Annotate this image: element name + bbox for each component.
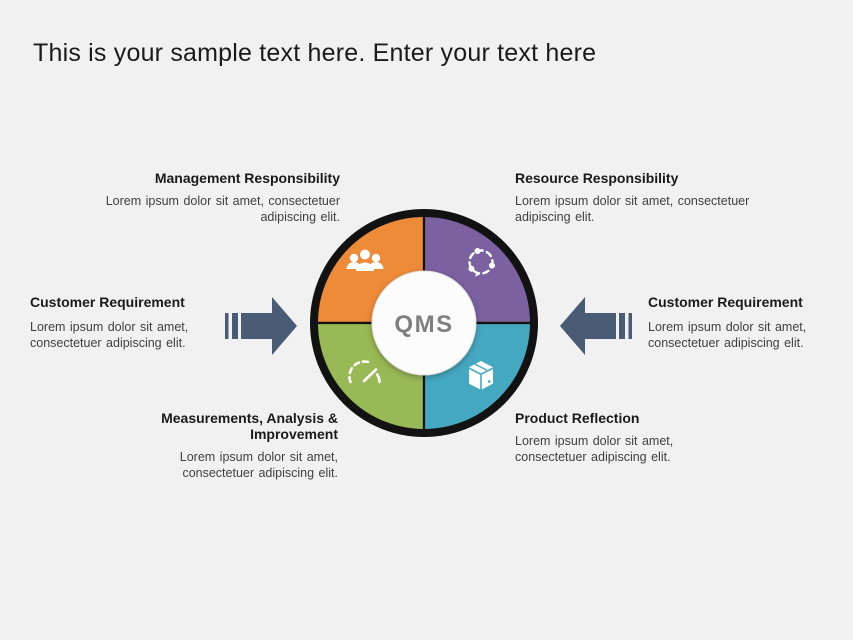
- customer-requirement-left-body: Lorem ipsum dolor sit amet, consectetuer…: [30, 320, 189, 351]
- package-box-icon: [469, 361, 493, 390]
- resource-responsibility-block: Resource Responsibility Lorem ipsum dolo…: [515, 170, 755, 225]
- qms-wheel-diagram: QMS: [310, 209, 538, 437]
- customer-requirement-right-body: Lorem ipsum dolor sit amet, consectetuer…: [648, 320, 807, 351]
- center-circle: [371, 270, 477, 376]
- center-label: QMS: [394, 311, 453, 338]
- cycle-arrows-icon: [468, 248, 495, 277]
- resource-responsibility-body: Lorem ipsum dolor sit amet, consectetuer…: [515, 194, 750, 225]
- people-group-icon: [346, 249, 384, 271]
- product-reflection-body: Lorem ipsum dolor sit amet, consectetuer…: [515, 434, 674, 465]
- slide-title: This is your sample text here. Enter you…: [33, 39, 597, 67]
- management-responsibility-heading: Management Responsibility: [154, 170, 340, 186]
- resource-responsibility-heading: Resource Responsibility: [515, 170, 679, 186]
- right-striped-arrow-icon: [560, 297, 632, 355]
- gauge-icon: [348, 360, 381, 384]
- measurements-analysis-heading: Measurements, Analysis & Improvement: [161, 410, 338, 443]
- product-reflection-heading: Product Reflection: [515, 410, 640, 426]
- product-reflection-block: Product Reflection Lorem ipsum dolor sit…: [515, 410, 735, 465]
- left-striped-arrow-icon: [225, 297, 297, 355]
- customer-requirement-left-block: Customer Requirement Lorem ipsum dolor s…: [30, 294, 235, 351]
- measurements-analysis-block: Measurements, Analysis & Improvement Lor…: [142, 410, 338, 481]
- management-responsibility-body: Lorem ipsum dolor sit amet, consectetuer…: [105, 194, 340, 225]
- customer-requirement-right-block: Customer Requirement Lorem ipsum dolor s…: [648, 294, 853, 351]
- wheel-outer-ring: [310, 209, 538, 437]
- management-responsibility-block: Management Responsibility Lorem ipsum do…: [100, 170, 340, 225]
- customer-requirement-right-heading: Customer Requirement: [648, 294, 803, 310]
- customer-requirement-left-heading: Customer Requirement: [30, 294, 185, 310]
- measurements-analysis-body: Lorem ipsum dolor sit amet, consectetuer…: [179, 450, 338, 481]
